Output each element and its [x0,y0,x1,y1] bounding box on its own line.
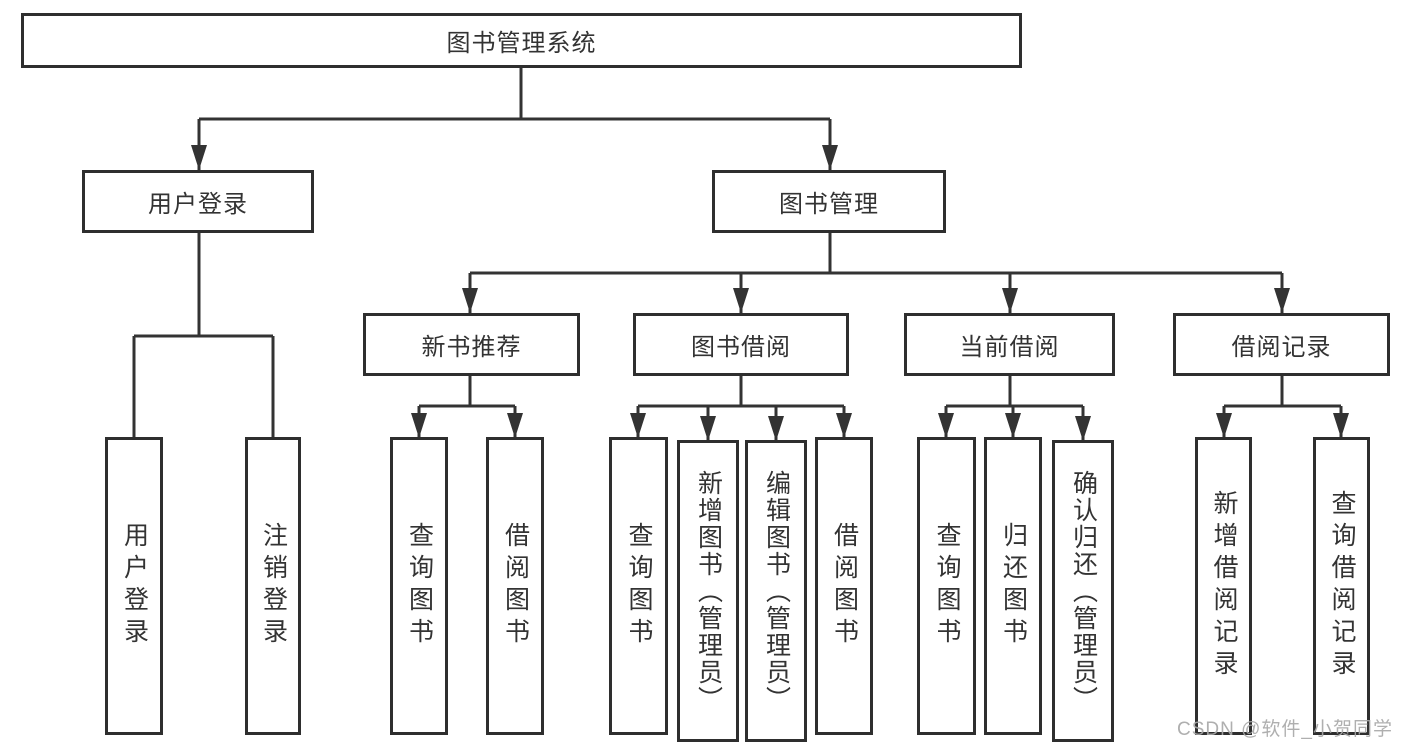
csdn-watermark: CSDN @软件_小贺同学 [1177,719,1393,740]
node-edit-book-admin-label: 编辑图书（管理员） [762,469,791,713]
node-add-book-admin-label: 新增图书（管理员） [694,469,723,713]
node-book-borrow-label: 图书借阅 [691,334,791,361]
node-logout-label: 注销登录 [259,522,288,650]
node-query-books-3-label: 查询图书 [933,522,961,650]
node-borrow-records: 借阅记录 [1173,313,1390,376]
node-logout: 注销登录 [245,437,301,735]
node-borrow-book-1-label: 借阅图书 [501,522,530,650]
node-login-label: 用户登录 [120,522,149,650]
node-user-login: 用户登录 [82,170,314,233]
node-query-borrow-record-label: 查询借阅记录 [1328,490,1356,682]
node-confirm-return-admin-label: 确认归还（管理员） [1069,469,1098,713]
tree-edges [132,68,1343,441]
node-query-books-3: 查询图书 [917,437,976,735]
node-query-books-1-label: 查询图书 [405,522,434,650]
node-add-borrow-record: 新增借阅记录 [1195,437,1252,735]
node-edit-book-admin: 编辑图书（管理员） [745,440,807,742]
node-login: 用户登录 [105,437,163,735]
node-user-login-label: 用户登录 [148,191,248,218]
node-query-borrow-record: 查询借阅记录 [1313,437,1370,735]
node-borrow-records-label: 借阅记录 [1231,334,1332,361]
node-book-borrow: 图书借阅 [633,313,849,376]
node-new-book-recommend: 新书推荐 [363,313,580,376]
node-new-book-recommend-label: 新书推荐 [421,334,522,361]
node-borrow-book-1: 借阅图书 [486,437,544,735]
node-confirm-return-admin: 确认归还（管理员） [1052,440,1114,742]
node-system: 图书管理系统 [21,13,1022,68]
node-current-borrow: 当前借阅 [904,313,1115,376]
node-current-borrow-label: 当前借阅 [959,334,1060,361]
node-add-borrow-record-label: 新增借阅记录 [1210,490,1238,682]
node-book-management: 图书管理 [712,170,946,233]
node-query-books-1: 查询图书 [390,437,448,735]
node-return-book: 归还图书 [984,437,1042,735]
node-borrow-book-2: 借阅图书 [815,437,873,735]
node-query-books-2-label: 查询图书 [625,522,653,650]
node-borrow-book-2-label: 借阅图书 [830,522,859,650]
node-system-label: 图书管理系统 [446,30,597,57]
node-query-books-2: 查询图书 [609,437,668,735]
node-return-book-label: 归还图书 [999,522,1028,650]
node-book-management-label: 图书管理 [779,191,879,218]
node-add-book-admin: 新增图书（管理员） [677,440,739,742]
